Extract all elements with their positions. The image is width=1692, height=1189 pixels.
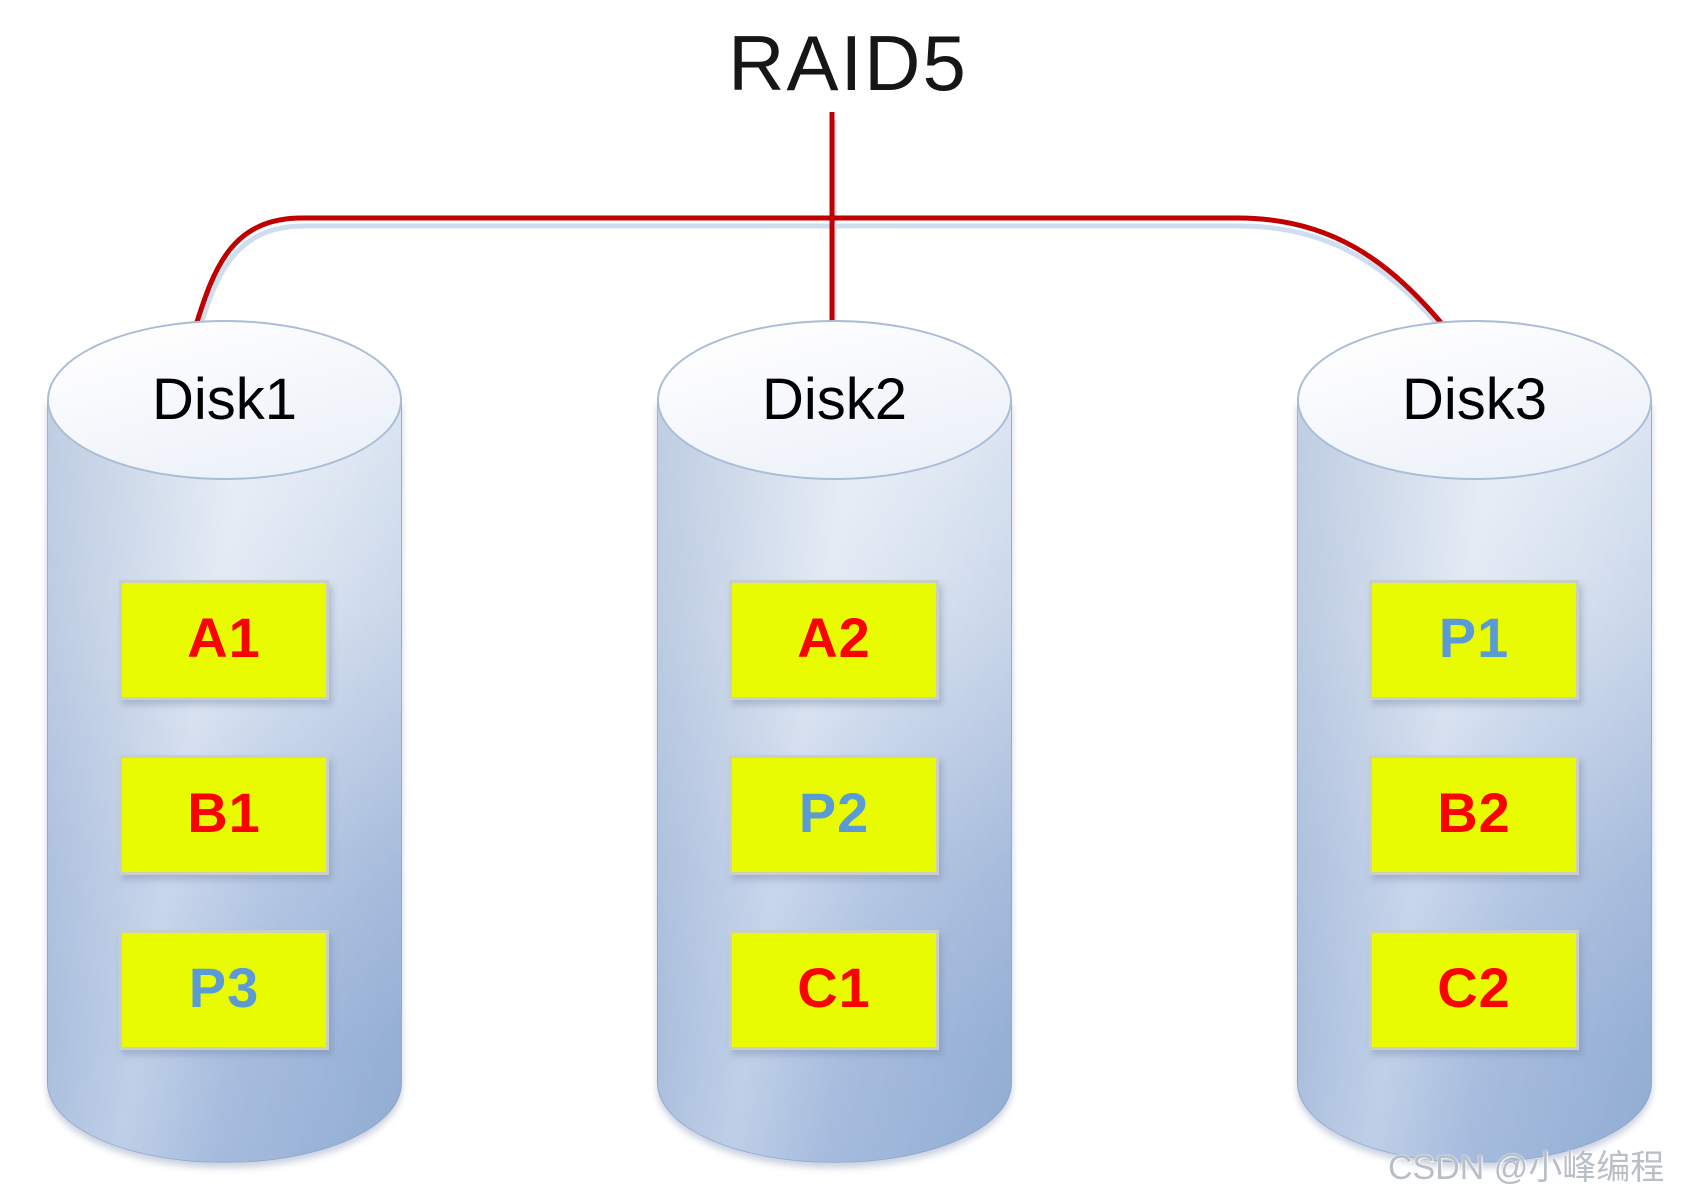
disk-block: A2 — [729, 580, 939, 700]
disk-cylinder: Disk1 A1 B1 P3 — [47, 320, 402, 1163]
block-label: C2 — [1437, 956, 1511, 1019]
page-title: RAID5 — [728, 19, 968, 107]
disk-top-ellipse: Disk1 — [47, 320, 402, 480]
disk-block: P3 — [119, 930, 329, 1050]
block-label: B2 — [1437, 781, 1511, 844]
disk-block: P1 — [1369, 580, 1579, 700]
block-label: C1 — [797, 956, 871, 1019]
disk-cylinder: Disk3 P1 B2 C2 — [1297, 320, 1652, 1163]
disk-top-ellipse: Disk2 — [657, 320, 1012, 480]
disk-label: Disk1 — [151, 367, 298, 432]
disk-block: C2 — [1369, 930, 1579, 1050]
csdn-watermark: CSDN @小峰编程 — [1388, 1149, 1665, 1187]
connector-shadow — [195, 120, 1447, 335]
disk-label: Disk2 — [761, 367, 908, 432]
connector-red-lines — [193, 112, 1445, 327]
disk-block: A1 — [119, 580, 329, 700]
block-label: A1 — [187, 606, 261, 669]
disk-block: B2 — [1369, 755, 1579, 875]
disk-block: B1 — [119, 755, 329, 875]
disk-label: Disk3 — [1401, 367, 1548, 432]
disk-block: P2 — [729, 755, 939, 875]
block-label: P2 — [798, 781, 870, 844]
disk-block: C1 — [729, 930, 939, 1050]
disk-cylinder: Disk2 A2 P2 C1 — [657, 320, 1012, 1163]
block-label: P3 — [188, 956, 260, 1019]
block-label: P1 — [1438, 606, 1510, 669]
block-label: B1 — [187, 781, 261, 844]
disk-top-ellipse: Disk3 — [1297, 320, 1652, 480]
block-label: A2 — [797, 606, 871, 669]
